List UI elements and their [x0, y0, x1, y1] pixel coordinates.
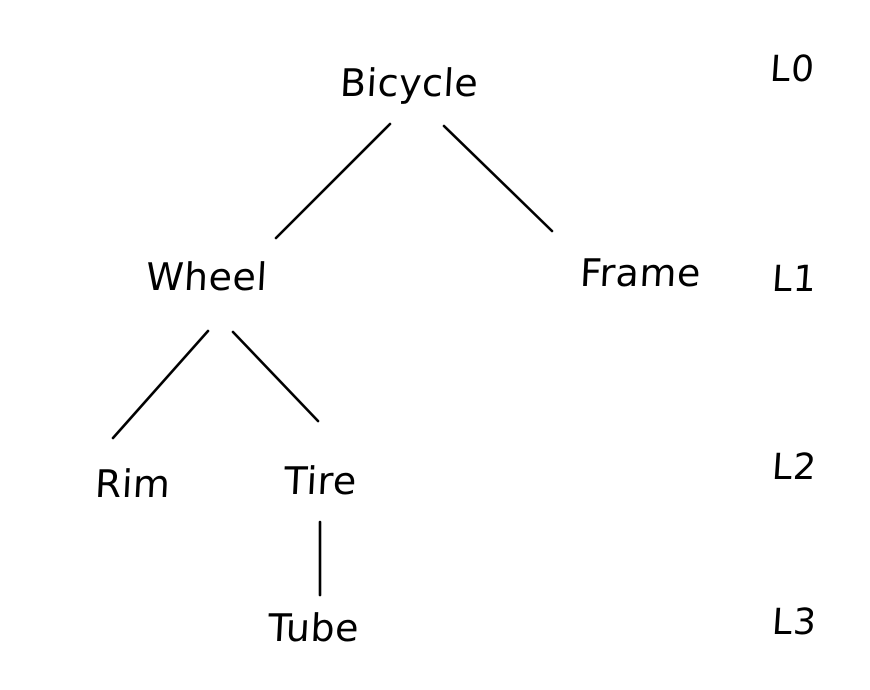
node-tire[interactable]: Tire: [282, 459, 358, 503]
level-label-l1: L1: [770, 259, 819, 300]
node-rim[interactable]: Rim: [93, 462, 172, 506]
node-frame[interactable]: Frame: [578, 251, 703, 295]
node-wheel[interactable]: Wheel: [144, 255, 269, 299]
node-tube[interactable]: Tube: [266, 606, 361, 650]
node-bicycle[interactable]: Bicycle: [338, 61, 480, 105]
level-label-l3: L3: [770, 602, 819, 643]
edge-bicycle-wheel: [274, 122, 392, 240]
level-label-l0: L0: [768, 49, 817, 90]
edge-wheel-tire: [231, 330, 320, 423]
edge-bicycle-frame: [442, 124, 554, 233]
edge-wheel-rim: [111, 329, 210, 440]
level-label-l2: L2: [770, 447, 819, 488]
